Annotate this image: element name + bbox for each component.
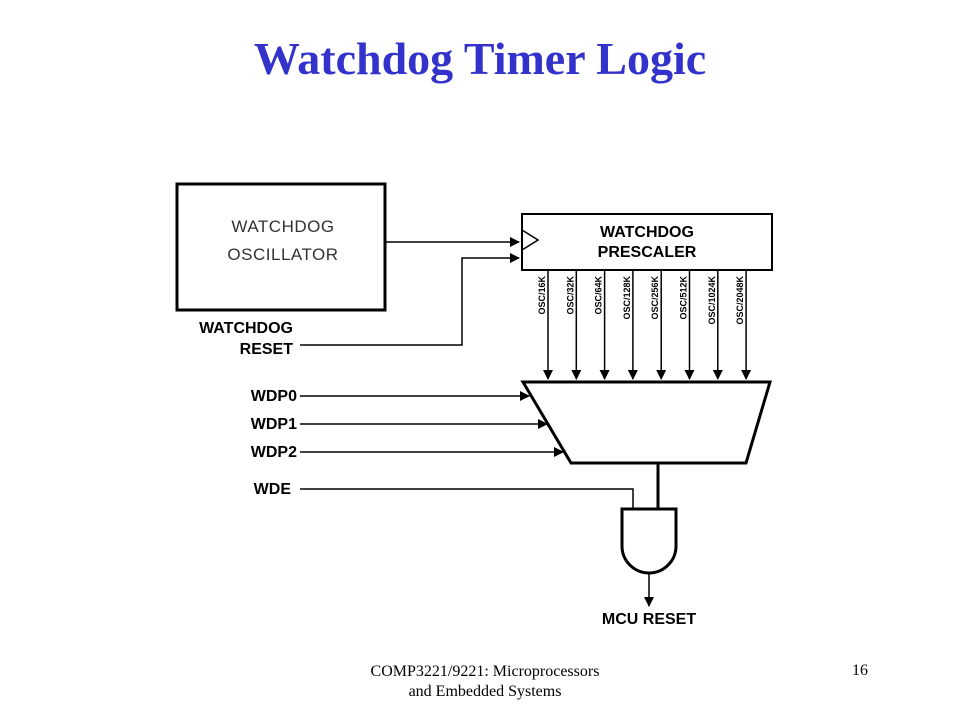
clock-input-triangle (521, 229, 540, 251)
tap-label: OSC/32K (565, 276, 575, 315)
slide-title: Watchdog Timer Logic (253, 33, 707, 84)
course-footer-line2: and Embedded Systems (408, 683, 562, 700)
wdp1-label: WDP1 (251, 416, 297, 433)
tap-label: OSC/128K (622, 276, 632, 320)
multiplexer (520, 380, 773, 465)
course-footer-line1: COMP3221/9221: Microprocessors (370, 663, 600, 680)
watchdog-prescaler-block (521, 213, 773, 271)
course-footer: COMP3221/9221: Microprocessors and Embed… (300, 662, 670, 702)
mcu-reset-label: MCU RESET (602, 611, 696, 628)
wde-label: WDE (254, 481, 292, 498)
wdp0-label: WDP0 (251, 388, 297, 405)
oscillator-label-line1: WATCHDOG (231, 217, 334, 236)
tap-label: OSC/256K (650, 276, 660, 320)
prescaler-label-line1: WATCHDOG (600, 224, 694, 241)
watchdog-oscillator-block (175, 182, 387, 312)
wdp2-label: WDP2 (251, 444, 297, 461)
tap-label: OSC/64K (594, 276, 604, 315)
tap-label: OSC/512K (679, 276, 689, 320)
reset-input-label-line1: WATCHDOG (199, 320, 293, 337)
tap-label: OSC/1024K (707, 276, 717, 325)
reset-to-prescaler-line (300, 253, 520, 346)
and-gate (620, 507, 678, 575)
wde-line (300, 488, 634, 509)
tap-label: OSC/16K (537, 276, 547, 315)
oscillator-label-line2: OSCILLATOR (227, 245, 338, 264)
prescaler-taps: OSC/16K OSC/32K OSC/64K OSC/128K OSC/256K OSC… (537, 270, 752, 380)
page-number: 16 (852, 662, 868, 679)
reset-input-label-line2: RESET (240, 341, 294, 358)
tap-label: OSC/2048K (735, 276, 745, 325)
prescaler-label-line2: PRESCALER (598, 244, 697, 261)
